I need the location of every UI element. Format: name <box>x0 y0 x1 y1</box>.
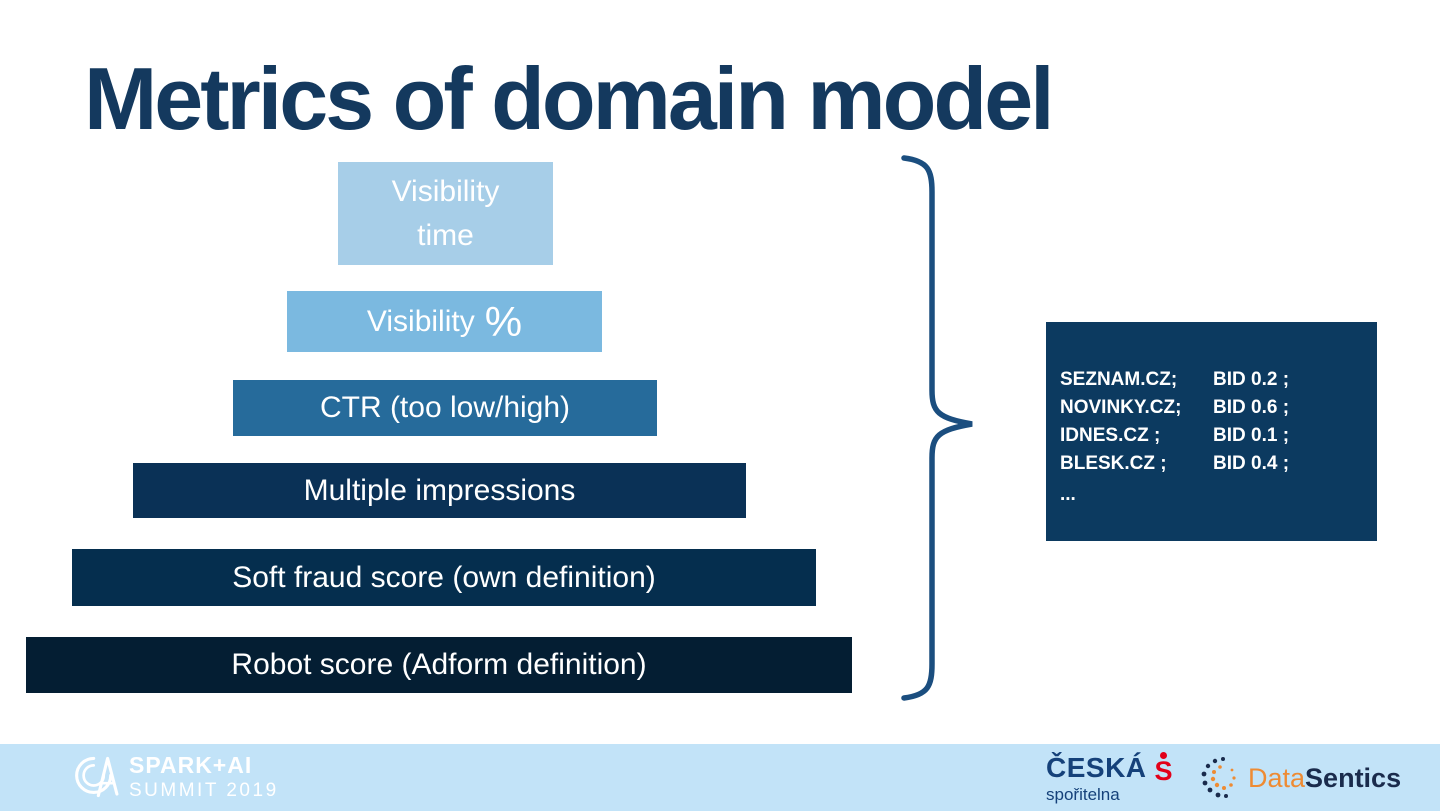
bid-domain: ... <box>1060 484 1076 505</box>
funnel-bar-label: CTR (too low/high) <box>319 391 571 424</box>
spark-summit-wordmark: SPARK+AI SUMMIT 2019 <box>129 752 279 802</box>
ceska-sub-wordmark: spořitelna <box>1046 785 1120 804</box>
datasentics-wordmark-data: Data <box>1248 762 1306 793</box>
bid-domain: BLESK.CZ ; <box>1060 453 1167 474</box>
ceska-wordmark: ČESKÁ <box>1046 752 1147 783</box>
bid-value: BID 0.6 ; <box>1213 397 1290 418</box>
ceska-sporitelna-logo: ČESKÁ S spořitelna <box>1046 752 1173 805</box>
spark-logo-subtitle: SUMMIT 2019 <box>129 780 279 801</box>
spark-summit-logo-icon <box>75 756 119 798</box>
spark-ai-summit-logo: SPARK+AI SUMMIT 2019 <box>72 751 279 803</box>
spark-logo-title: SPARK+AI <box>129 752 253 778</box>
funnel-bar-label: Visibility <box>391 174 500 208</box>
bid-domain: IDNES.CZ ; <box>1060 425 1161 446</box>
bid-value: BID 0.1 ; <box>1213 425 1290 446</box>
funnel-bar-robot-score: Robot score (Adform definition) <box>26 637 852 693</box>
funnel-bar-label: Robot score (Adform definition) <box>231 648 647 681</box>
bid-box: SEZNAM.CZ; BID 0.2 ; NOVINKY.CZ; BID 0.6… <box>1046 322 1377 541</box>
ceska-wordmark-row: ČESKÁ S <box>1046 752 1173 786</box>
ceska-s-letter: S <box>1154 756 1173 786</box>
bid-row: BLESK.CZ ; BID 0.4 ; <box>1060 450 1369 478</box>
funnel-bar-soft-fraud-score: Soft fraud score (own definition) <box>72 549 816 606</box>
percent-glyph: % <box>484 297 523 345</box>
bid-row: NOVINKY.CZ; BID 0.6 ; <box>1060 394 1369 422</box>
curly-brace-icon <box>901 155 973 701</box>
funnel-bar-label: Visibility <box>366 304 475 338</box>
funnel-bar-ctr: CTR (too low/high) <box>233 380 657 436</box>
funnel-bar-label: Soft fraud score (own definition) <box>232 560 656 594</box>
datasentics-wordmark-sentics: Sentics <box>1305 762 1402 793</box>
funnel-bar-label: Multiple impressions <box>303 473 576 507</box>
datasentics-logo-icon <box>1201 757 1236 798</box>
footer-bar: SPARK+AI SUMMIT 2019 ČESKÁ S spořitelna <box>0 744 1440 811</box>
slide-title: Metrics of domain model <box>84 49 1055 148</box>
bid-row: IDNES.CZ ; BID 0.1 ; <box>1060 422 1369 450</box>
funnel-bar-visibility-time: Visibility time <box>338 162 553 265</box>
bid-row: ... <box>1060 481 1369 509</box>
ceska-s-icon: S <box>1154 752 1173 786</box>
bid-domain: NOVINKY.CZ; <box>1060 397 1182 418</box>
funnel-bar-multiple-impressions: Multiple impressions <box>133 463 746 518</box>
ceska-s-dot <box>1160 752 1168 759</box>
bid-value: BID 0.2 ; <box>1213 369 1290 390</box>
datasentics-logo: DataSentics <box>1198 755 1401 801</box>
bid-row: SEZNAM.CZ; BID 0.2 ; <box>1060 366 1369 394</box>
funnel-bar-visibility-percent: Visibility % <box>287 291 602 352</box>
funnel-bar-label: time <box>417 218 474 252</box>
bid-domain: SEZNAM.CZ; <box>1060 369 1178 390</box>
bid-value: BID 0.4 ; <box>1213 453 1290 474</box>
datasentics-wordmark: DataSentics <box>1248 763 1401 794</box>
bid-value <box>1213 481 1369 509</box>
